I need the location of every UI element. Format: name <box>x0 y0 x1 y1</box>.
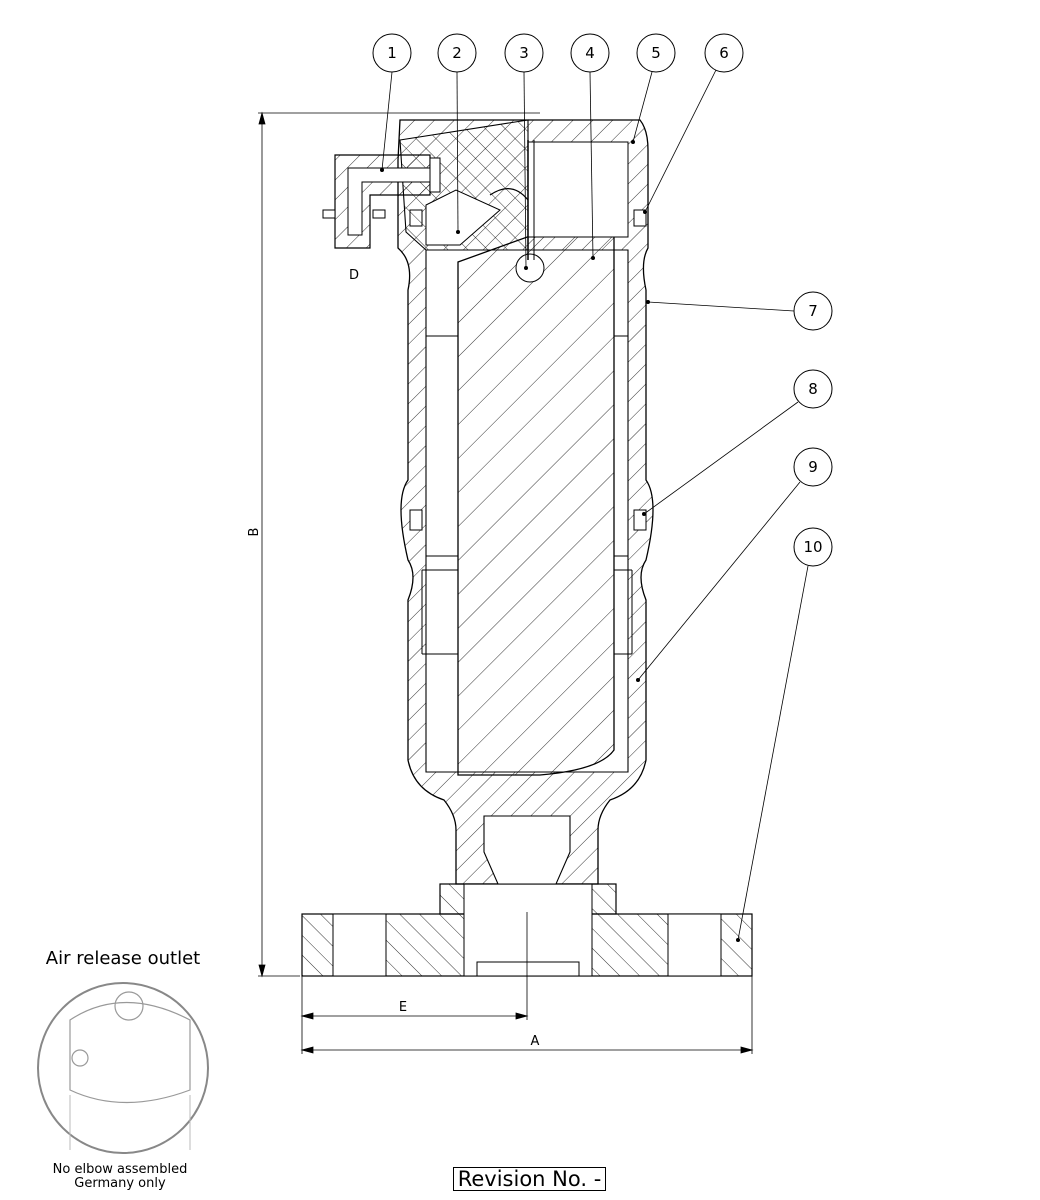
leader-dots <box>380 140 740 942</box>
balloon-7: 7 <box>793 291 833 331</box>
dimension-d-label: D <box>349 268 359 283</box>
balloon-8-label: 8 <box>808 380 818 398</box>
leader-lines <box>381 69 809 941</box>
cap-mechanism <box>399 119 629 260</box>
balloon-7-label: 7 <box>808 302 818 320</box>
balloon-6: 6 <box>704 33 744 73</box>
inset-note-line2: Germany only <box>74 1176 166 1191</box>
balloon-3-label: 3 <box>519 44 529 62</box>
balloon-1: 1 <box>372 33 412 73</box>
balloon-5-label: 5 <box>651 44 661 62</box>
balloon-10-label: 10 <box>803 538 822 556</box>
balloon-9: 9 <box>793 447 833 487</box>
outlet-elbow <box>322 154 441 249</box>
balloon-5: 5 <box>636 33 676 73</box>
balloon-2: 2 <box>437 33 477 73</box>
dimension-a-label: A <box>531 1034 540 1049</box>
float <box>457 235 615 776</box>
balloon-2-label: 2 <box>452 44 462 62</box>
balloon-1-label: 1 <box>387 44 397 62</box>
balloon-8: 8 <box>793 369 833 409</box>
revision-box: Revision No. - <box>453 1167 606 1191</box>
balloon-4: 4 <box>570 33 610 73</box>
balloon-10: 10 <box>793 527 833 567</box>
dimension-b-label: B <box>247 528 262 537</box>
inset-view <box>37 982 209 1154</box>
balloon-6-label: 6 <box>719 44 729 62</box>
balloon-3: 3 <box>504 33 544 73</box>
balloon-4-label: 4 <box>585 44 595 62</box>
inset-note-line1: No elbow assembled <box>52 1162 188 1177</box>
inset-title: Air release outlet <box>45 948 201 969</box>
inset-note: No elbow assembled Germany only <box>20 1163 220 1191</box>
dimension-e-label: E <box>399 1000 407 1015</box>
balloon-9-label: 9 <box>808 458 818 476</box>
dimension-lines <box>258 111 754 1054</box>
